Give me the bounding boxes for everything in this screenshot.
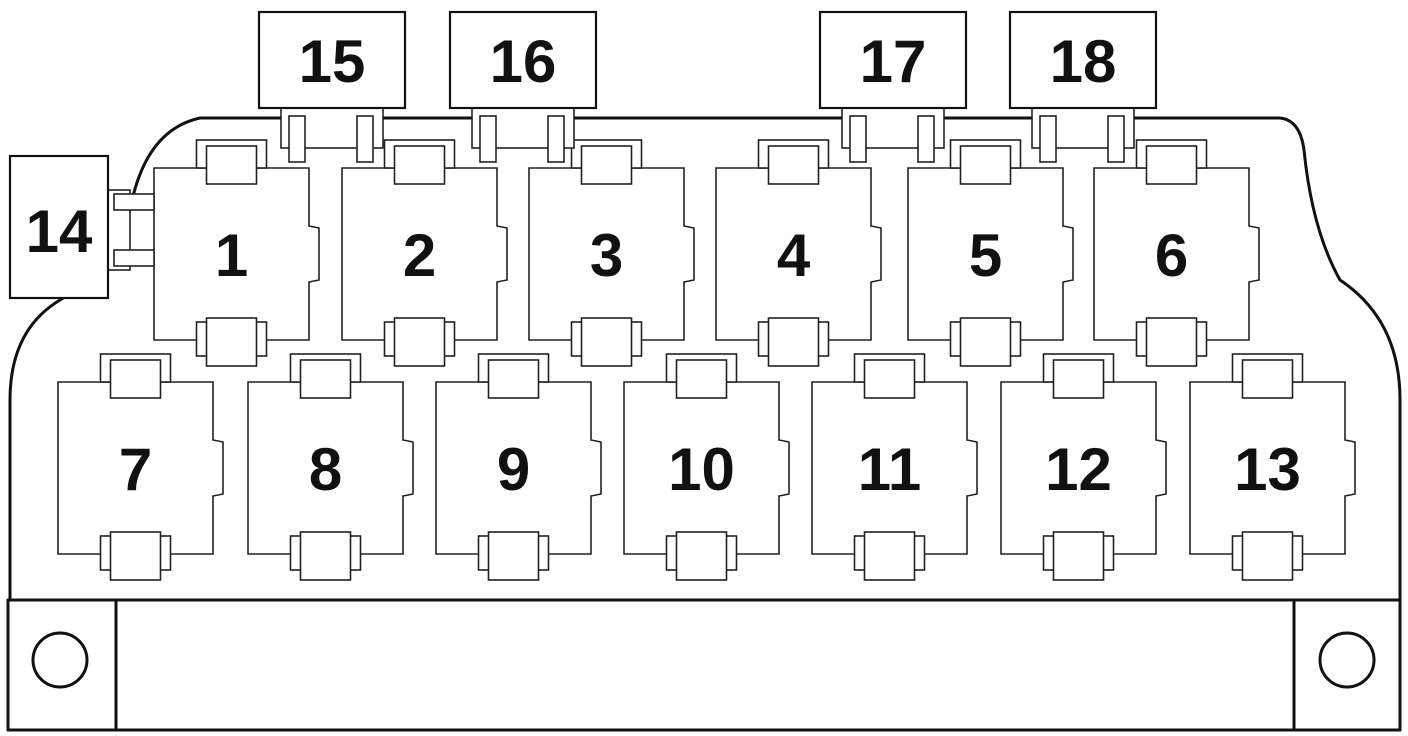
fuse-pin-left [849, 115, 867, 163]
relay-clip-bottom-tab [863, 531, 916, 581]
fuse-pin-bottom [113, 249, 155, 267]
relay-clip-top-tab [1052, 359, 1105, 399]
fuse-number-14: 14 [26, 198, 93, 265]
relay-socket-2: 2 [341, 139, 508, 367]
relay-number-10: 10 [668, 436, 735, 503]
fuse-pin-right [1107, 115, 1125, 163]
relay-clip-bottom-tab [487, 531, 540, 581]
fuse-number-18: 18 [1050, 28, 1117, 95]
relay-number-9: 9 [497, 436, 530, 503]
fuse-15: 15 [257, 10, 407, 163]
fuse-pin-left [479, 115, 497, 163]
relay-clip-top-tab [109, 359, 162, 399]
fuse-pin-left [288, 115, 306, 163]
relay-clip-top-tab [393, 145, 446, 185]
relay-socket-11: 11 [811, 353, 978, 581]
relay-clip-bottom-tab [299, 531, 352, 581]
mounting-hole-left [31, 631, 89, 689]
relay-clip-top-tab [1241, 359, 1294, 399]
fuse-16: 16 [448, 10, 598, 163]
relay-number-12: 12 [1045, 436, 1112, 503]
fuse-14: 14 [8, 154, 155, 300]
relay-number-8: 8 [309, 436, 342, 503]
relay-clip-bottom-tab [393, 317, 446, 367]
relay-number-13: 13 [1234, 436, 1301, 503]
relay-clip-top-tab [767, 145, 820, 185]
relay-socket-4: 4 [715, 139, 882, 367]
relay-number-1: 1 [215, 222, 248, 289]
relay-clip-top-tab [863, 359, 916, 399]
fuse-pin-right [547, 115, 565, 163]
relay-clip-top-tab [299, 359, 352, 399]
fuse-pin-right [917, 115, 935, 163]
relay-socket-3: 3 [528, 139, 695, 367]
fuse-number-15: 15 [299, 28, 366, 95]
relay-clip-bottom-tab [580, 317, 633, 367]
relay-number-11: 11 [858, 436, 921, 503]
relay-socket-8: 8 [247, 353, 414, 581]
mounting-hole-right [1318, 631, 1376, 689]
fuse-body [818, 10, 968, 110]
fuse-pin-right [356, 115, 374, 163]
relay-clip-bottom-tab [959, 317, 1012, 367]
relay-number-7: 7 [119, 436, 152, 503]
mounting-rail [6, 598, 1402, 732]
relay-number-4: 4 [777, 222, 811, 289]
relay-clip-bottom-tab [767, 317, 820, 367]
relay-clip-bottom-tab [1052, 531, 1105, 581]
fuse-17: 17 [818, 10, 968, 163]
relay-socket-1: 1 [153, 139, 320, 367]
fuse-18: 18 [1008, 10, 1158, 163]
relay-socket-9: 9 [435, 353, 602, 581]
relay-clip-bottom-tab [109, 531, 162, 581]
relay-socket-6: 6 [1093, 139, 1260, 367]
relay-clip-bottom-tab [675, 531, 728, 581]
fuse-body [257, 10, 407, 110]
relay-clip-top-tab [1145, 145, 1198, 185]
relay-number-5: 5 [969, 222, 1002, 289]
relay-clip-top-tab [959, 145, 1012, 185]
relay-socket-12: 12 [1000, 353, 1167, 581]
fuse-number-17: 17 [860, 28, 927, 95]
relay-socket-5: 5 [907, 139, 1074, 367]
fuse-body [8, 154, 110, 300]
relay-clip-top-tab [675, 359, 728, 399]
fuse-pin-top [113, 193, 155, 211]
relay-clip-top-tab [205, 145, 258, 185]
relay-number-3: 3 [590, 222, 623, 289]
relay-socket-13: 13 [1189, 353, 1356, 581]
relay-clip-top-tab [580, 145, 633, 185]
relay-clip-bottom-tab [205, 317, 258, 367]
relay-clip-bottom-tab [1241, 531, 1294, 581]
fuse-body [448, 10, 598, 110]
fuse-body [1008, 10, 1158, 110]
relay-socket-7: 7 [57, 353, 224, 581]
relay-clip-top-tab [487, 359, 540, 399]
relay-clip-bottom-tab [1145, 317, 1198, 367]
relay-number-2: 2 [403, 222, 436, 289]
fuse-pin-left [1039, 115, 1057, 163]
relay-number-6: 6 [1155, 222, 1188, 289]
relay-socket-10: 10 [623, 353, 790, 581]
fuse-number-16: 16 [490, 28, 557, 95]
